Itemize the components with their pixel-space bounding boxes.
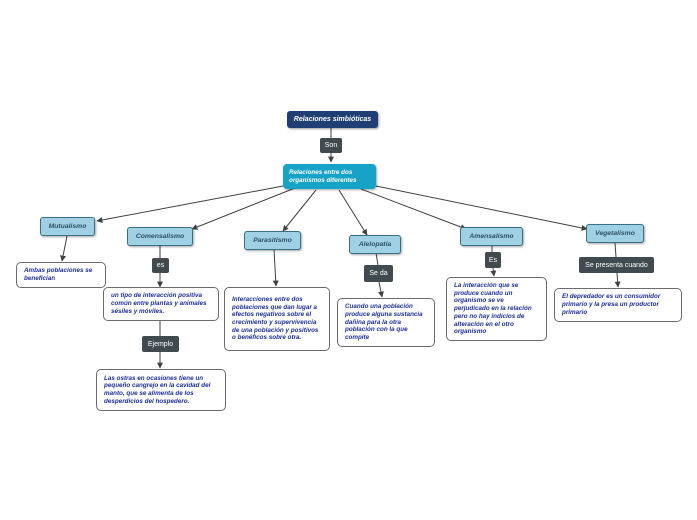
connector-alelopatia-seda: [375, 252, 379, 266]
connector-seda-desc: [377, 281, 384, 298]
root-node[interactable]: Relaciones simbióticas: [287, 111, 378, 128]
connector-mutualismo-desc: [60, 235, 68, 262]
topic-alelopatia-label: Alelopatía: [358, 241, 392, 248]
desc-comensalismo-example[interactable]: Las ostras en ocasiones tiene un pequeño…: [96, 369, 226, 411]
link-label-ejemplo-text: Ejemplo: [147, 340, 174, 348]
desc-mutualismo-text: Ambas poblaciones se benefician: [24, 267, 93, 282]
link-label-es-text: es: [156, 262, 165, 269]
desc-comensalismo[interactable]: un tipo de interacción positiva común en…: [103, 287, 219, 321]
connector-vegetalismo-label: [614, 242, 617, 258]
desc-parasitismo-text: Interacciones entre dos poblaciones que …: [232, 295, 319, 342]
link-label-se-da[interactable]: Se da: [364, 265, 393, 282]
desc-vegetalismo-text: El depredador es un consumidor primario …: [562, 293, 661, 316]
topic-vegetalismo[interactable]: Vegetalismo: [586, 224, 644, 243]
desc-vegetalismo[interactable]: El depredador es un consumidor primario …: [554, 288, 682, 322]
connector-main-amensalismo: [360, 188, 467, 230]
topic-comensalismo[interactable]: Comensalismo: [127, 227, 193, 246]
connector-parasitismo-desc: [272, 248, 279, 287]
connector-label-desc: [614, 272, 621, 288]
topic-alelopatia[interactable]: Alelopatía: [349, 235, 401, 254]
connector-main-alelopatia: [338, 189, 368, 236]
connector-main-mutualismo: [96, 185, 284, 223]
topic-mutualismo[interactable]: Mutualismo: [40, 217, 95, 236]
topic-comensalismo-label: Comensalismo: [135, 233, 185, 240]
link-label-ejemplo[interactable]: Ejemplo: [142, 336, 179, 352]
main-node-label: Relaciones entre dos organismos diferent…: [289, 168, 357, 184]
connector-main-comensalismo: [191, 187, 296, 230]
root-node-label: Relaciones simbióticas: [293, 116, 372, 123]
topic-vegetalismo-label: Vegetalismo: [595, 230, 635, 237]
topic-parasitismo-label: Parasitismo: [253, 237, 292, 244]
desc-alelopatia-text: Cuando una población produce alguna sust…: [345, 303, 423, 342]
main-node[interactable]: Relaciones entre dos organismos diferent…: [283, 164, 376, 189]
desc-parasitismo[interactable]: Interacciones entre dos poblaciones que …: [224, 287, 330, 351]
link-label-se-presenta-cuando[interactable]: Se presenta cuando: [579, 257, 654, 273]
topic-amensalismo-label: Amensalismo: [469, 233, 514, 240]
link-label-es-amensalismo-text: Es: [488, 256, 498, 264]
desc-comensalismo-example-text: Las ostras en ocasiones tiene un pequeño…: [104, 374, 211, 405]
connector-main-parasitismo: [282, 189, 317, 232]
link-label-es[interactable]: es: [152, 258, 169, 273]
link-label-se-presenta-cuando-text: Se presenta cuando: [585, 261, 648, 269]
topic-amensalismo[interactable]: Amensalismo: [460, 227, 523, 246]
link-label-se-da-text: Se da: [369, 270, 388, 277]
desc-alelopatia[interactable]: Cuando una población produce alguna sust…: [337, 298, 435, 347]
connector-es2-desc: [490, 267, 497, 277]
link-label-son[interactable]: Son: [320, 138, 342, 153]
desc-mutualismo[interactable]: Ambas poblaciones se benefician: [16, 262, 106, 288]
link-label-es-amensalismo[interactable]: Es: [485, 252, 501, 268]
connector-main-vegetalismo: [375, 185, 588, 231]
link-label-son-text: Son: [324, 142, 338, 149]
desc-comensalismo-text: un tipo de interacción positiva común en…: [111, 292, 207, 315]
topic-parasitismo[interactable]: Parasitismo: [244, 231, 301, 250]
desc-amensalismo[interactable]: La interacción que se produce cuando un …: [446, 277, 547, 341]
topic-mutualismo-label: Mutualismo: [48, 223, 87, 230]
desc-amensalismo-text: La interacción que se produce cuando un …: [454, 282, 532, 336]
